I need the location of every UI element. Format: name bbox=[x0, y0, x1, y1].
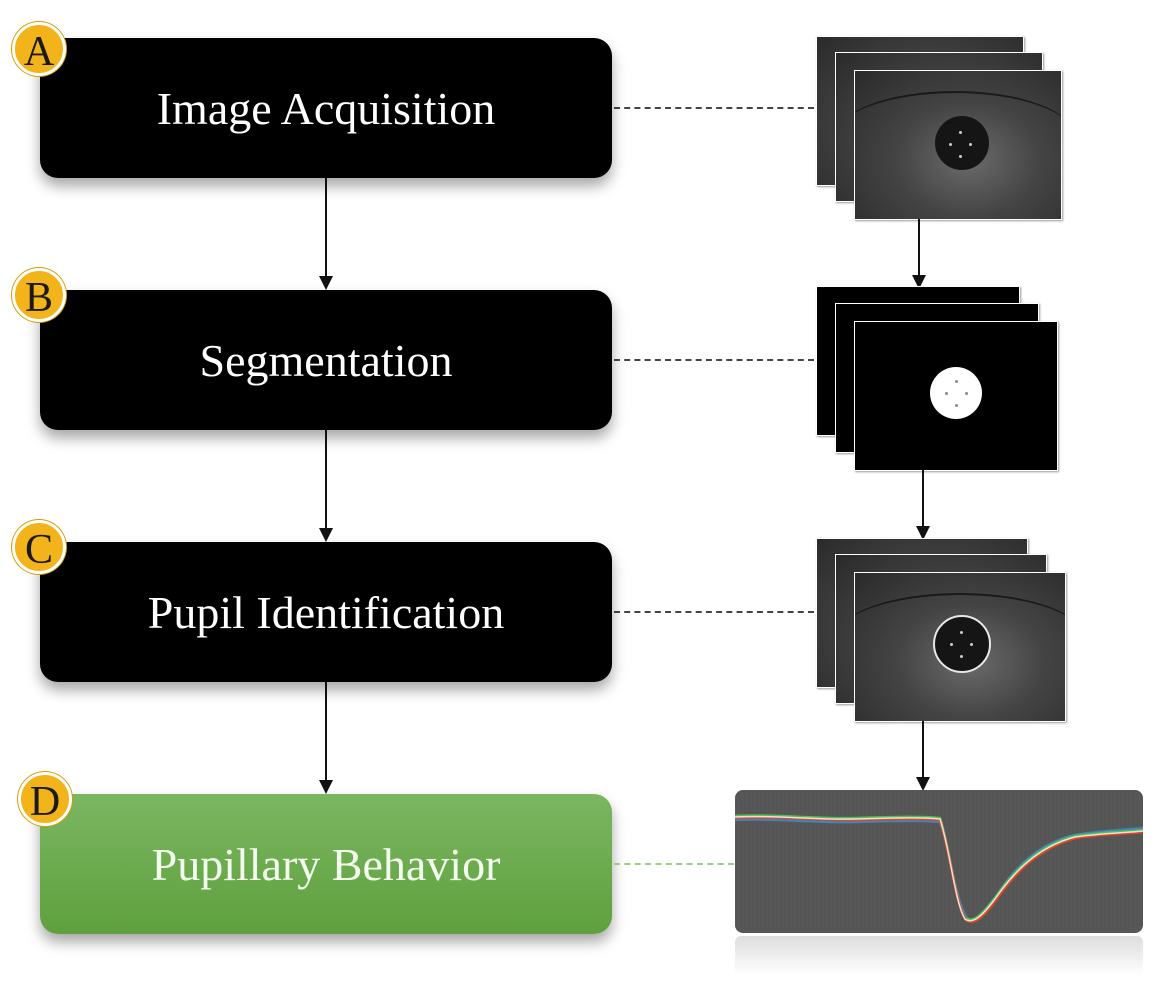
graph-reflection bbox=[735, 936, 1143, 976]
arrow-line bbox=[325, 430, 327, 528]
stage-label: Pupil Identification bbox=[147, 586, 505, 638]
stage-label: Image Acquisition bbox=[156, 82, 496, 134]
arrow-head bbox=[912, 275, 926, 289]
arrow-line bbox=[325, 178, 327, 276]
dashed-connector bbox=[614, 107, 814, 109]
stage-pupil-identification: Pupil Identification bbox=[40, 542, 612, 682]
arrow-line bbox=[922, 470, 924, 526]
badge-a: A bbox=[12, 22, 66, 76]
arrow-line bbox=[325, 682, 327, 780]
stage-segmentation: Segmentation bbox=[40, 290, 612, 430]
dashed-connector bbox=[614, 611, 814, 613]
arrow-head bbox=[319, 276, 333, 290]
pupil-trace-plot bbox=[735, 790, 1143, 933]
arrow-line bbox=[918, 219, 920, 275]
badge-d: D bbox=[18, 772, 72, 826]
stage-image-acquisition: Image Acquisition bbox=[40, 38, 612, 178]
stage-label: Segmentation bbox=[199, 334, 453, 386]
arrow-head bbox=[916, 526, 930, 540]
trace-white bbox=[735, 815, 1143, 922]
arrow-line bbox=[922, 721, 924, 777]
badge-c: C bbox=[12, 520, 66, 574]
arrow-head bbox=[916, 777, 930, 791]
arrow-head bbox=[319, 780, 333, 794]
arrow-head bbox=[319, 528, 333, 542]
pupil-trace-graph-icon bbox=[735, 790, 1143, 933]
dashed-connector bbox=[614, 359, 814, 361]
stage-pupillary-behavior: Pupillary Behavior bbox=[40, 794, 612, 934]
badge-b: B bbox=[12, 268, 66, 322]
stage-label: Pupillary Behavior bbox=[151, 838, 501, 890]
dashed-connector bbox=[614, 863, 734, 865]
